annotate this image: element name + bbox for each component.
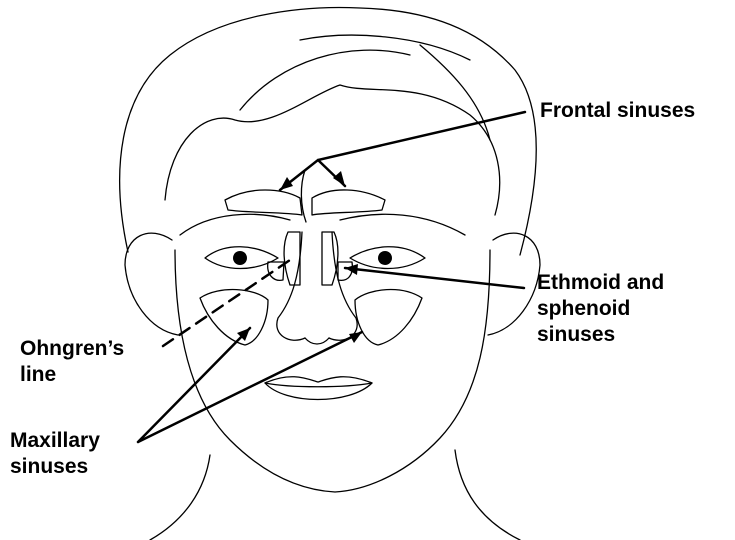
frontal-leader: [280, 112, 525, 190]
ohngren-line-1: Ohngren’s: [20, 336, 124, 362]
ethmoid-right: [322, 232, 338, 285]
hair-strand-2: [420, 45, 490, 140]
ethmoid-leader: [345, 268, 524, 288]
maxillary-sinuses-label: Maxillary sinuses: [10, 428, 100, 480]
maxillary-line-1: Maxillary: [10, 428, 100, 454]
maxillary-line-2: sinuses: [10, 454, 100, 480]
hair-strand-1: [240, 50, 410, 110]
ohngren-label: Ohngren’s line: [20, 336, 124, 388]
maxillary-sinus-right: [355, 290, 422, 345]
ethmoid-cell-right: [338, 262, 352, 280]
ethmoid-line-2: sphenoid: [537, 296, 664, 322]
nostrils: [305, 338, 329, 344]
left-ear: [125, 233, 178, 335]
upper-lip: [265, 377, 372, 387]
left-pupil: [233, 251, 247, 265]
ethmoid-line-1: Ethmoid and: [537, 270, 664, 296]
maxillary-arrowhead-right: [349, 332, 362, 343]
frontal-sinus-left: [225, 190, 302, 215]
neck-right: [455, 450, 520, 540]
frontal-arrowhead-left: [280, 177, 293, 190]
right-eyebrow: [340, 214, 465, 235]
ethmoid-line-3: sinuses: [537, 322, 664, 348]
nose-right: [329, 232, 357, 340]
neck-left: [150, 455, 210, 540]
hairline: [165, 85, 500, 215]
face-outline: [175, 250, 490, 492]
hair-outline: [120, 8, 537, 255]
right-pupil: [378, 251, 392, 265]
ohngren-line: [163, 260, 290, 346]
frontal-sinus-right: [312, 190, 385, 215]
ohngren-line-2: line: [20, 362, 124, 388]
ethmoid-left: [284, 232, 300, 285]
frontal-sinuses-text: Frontal sinuses: [540, 98, 695, 124]
nose-left: [277, 232, 305, 340]
frontal-arrowhead-right: [333, 171, 345, 186]
frontal-sinuses-label: Frontal sinuses: [540, 98, 695, 124]
maxillary-leader: [138, 328, 362, 442]
ethmoid-sphenoid-label: Ethmoid and sphenoid sinuses: [537, 270, 664, 348]
left-eyebrow: [180, 214, 290, 235]
